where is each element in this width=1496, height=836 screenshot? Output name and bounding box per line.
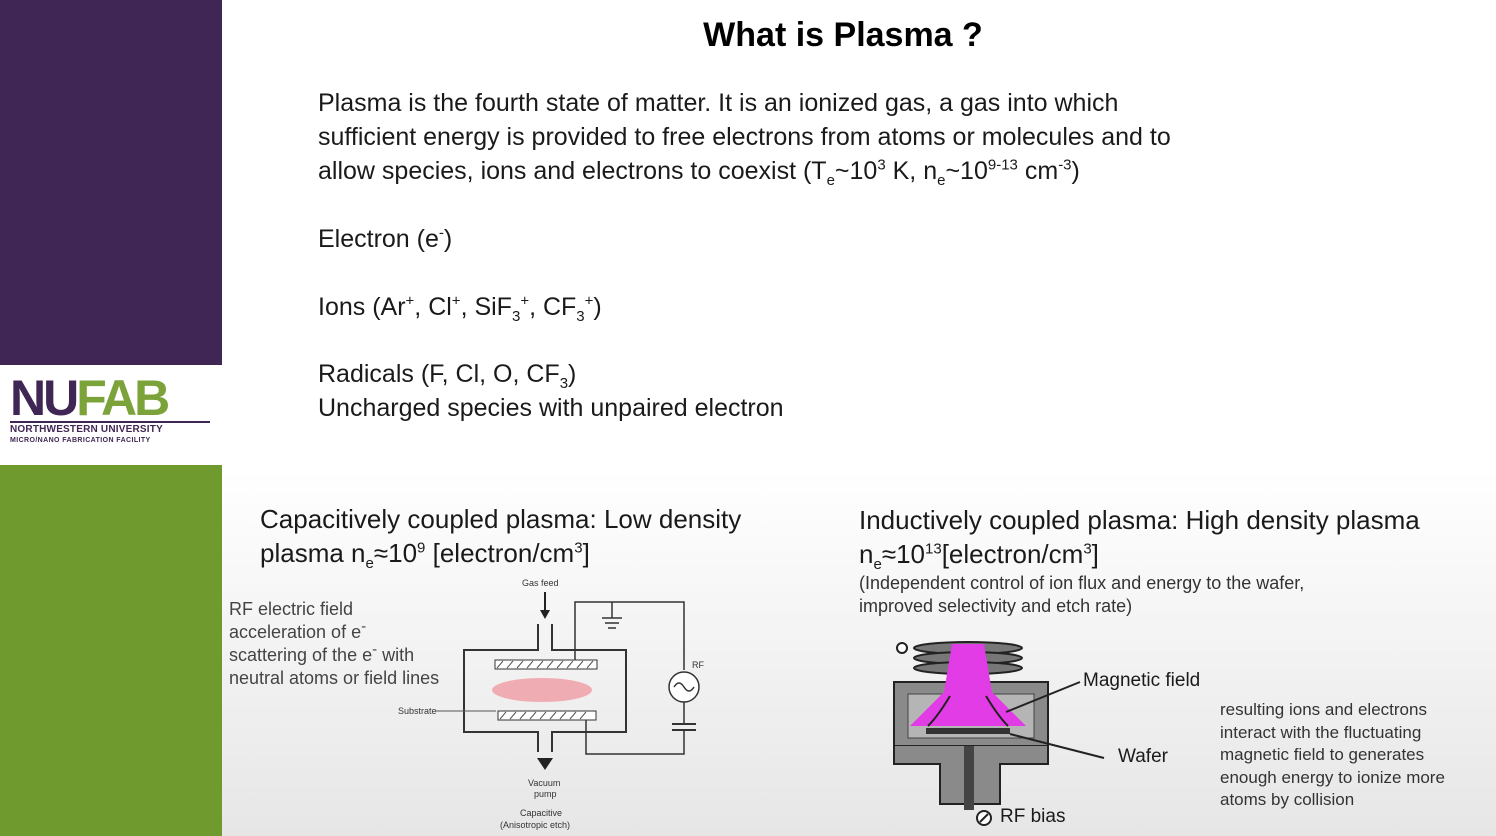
sidebar-purple-band — [0, 0, 222, 365]
ccp-reactor-diagram: Gas feed Substrate RF Vacuum pump Capaci… — [398, 578, 704, 830]
substrate-label: Substrate — [398, 706, 437, 716]
rf-label: RF — [692, 660, 704, 670]
ccp-note-2: acceleration of e- — [229, 618, 367, 642]
icp-caption: Inductively coupled plasma: High density… — [859, 503, 1420, 574]
icp-note: (Independent control of ion flux and ene… — [859, 572, 1304, 618]
electron-item: Electron (e-) — [318, 224, 453, 253]
ccp-caption: Capacitively coupled plasma: Low density… — [260, 502, 742, 573]
ccp-caption-line-2: plasma ne≈109 [electron/cm3] — [260, 538, 590, 573]
ccp-note-3: scattering of the e- with — [229, 641, 415, 665]
definition-line-1: Plasma is the fourth state of matter. It… — [318, 89, 1119, 117]
rf-bias-label: RF bias — [1000, 806, 1066, 827]
definition-line-3: allow species, ions and electrons to coe… — [318, 156, 1080, 189]
magnetic-plasma-cone — [910, 644, 1026, 726]
icp-explanation-line-4: enough energy to ionize more — [1220, 767, 1445, 787]
bottom-electrode — [497, 710, 597, 721]
logo-rule — [10, 421, 210, 423]
plasma-definition: Plasma is the fourth state of matter. It… — [318, 86, 1171, 188]
icp-note-line-1: (Independent control of ion flux and ene… — [859, 573, 1305, 593]
top-electrode — [494, 659, 598, 670]
top-electrode-hatch — [496, 660, 594, 669]
nufab-logo: NUFAB — [10, 370, 170, 426]
icp-chuck-stem — [964, 746, 974, 810]
icp-reactor-diagram — [893, 641, 1105, 826]
vacuum-label-2: pump — [534, 789, 557, 799]
sidebar-green-band — [0, 465, 222, 836]
magnetic-field-label: Magnetic field — [1083, 670, 1201, 691]
wafer-disk — [926, 728, 1010, 734]
icp-caption-line-1: Inductively coupled plasma: High density… — [859, 505, 1420, 535]
logo-fab: FAB — [76, 370, 170, 426]
chamber-wall-right — [551, 624, 627, 752]
icp-explanation-line-1: resulting ions and electrons — [1220, 700, 1427, 719]
logo-panel — [0, 365, 222, 465]
wafer-label: Wafer — [1118, 746, 1168, 767]
wafer-leader — [1009, 733, 1105, 759]
definition-line-2: sufficient energy is provided to free el… — [318, 123, 1171, 151]
icp-explanation: resulting ions and electrons interact wi… — [1220, 699, 1445, 812]
logo-subtitle-university: NORTHWESTERN UNIVERSITY — [10, 424, 163, 435]
radicals-description: Uncharged species with unpaired electron — [318, 394, 784, 422]
coil-terminal — [896, 642, 908, 654]
radicals-label: Radicals (F, Cl, O, CF3) — [318, 360, 577, 392]
chamber-wall-left — [463, 624, 539, 752]
slide-title: What is Plasma ? — [703, 16, 983, 54]
field-line-left — [927, 695, 951, 727]
icp-explanation-line-2: interact with the fluctuating — [1220, 722, 1422, 742]
radicals-item: Radicals (F, Cl, O, CF3) Uncharged speci… — [318, 357, 784, 425]
icp-explanation-line-5: atoms by collision — [1220, 790, 1355, 809]
icp-note-line-2: improved selectivity and etch rate) — [859, 596, 1133, 616]
rf-wire-bottom — [585, 720, 685, 755]
ccp-rf-notes: RF electric field acceleration of e- sca… — [229, 598, 439, 690]
magnetic-field-leader — [1005, 681, 1081, 713]
anisotropic-label: (Anisotropic etch) — [500, 820, 570, 830]
logo-nu: NU — [10, 370, 79, 426]
ccp-note-4: neutral atoms or field lines — [229, 668, 440, 688]
icp-caption-line-2: ne≈1013[electron/cm3] — [859, 539, 1099, 574]
ccp-note-1: RF electric field — [229, 599, 354, 619]
logo-subtitle-facility: MICRO/NANO FABRICATION FACILITY — [10, 437, 151, 444]
ions-item: Ions (Ar+, Cl+, SiF3+, CF3+) — [318, 292, 602, 325]
bottom-gradient — [222, 470, 1496, 836]
vacuum-label-1: Vacuum — [528, 778, 560, 788]
plasma-glow — [492, 678, 592, 702]
ac-wave-icon — [673, 682, 695, 692]
rf-bias-terminal-mark — [979, 813, 989, 823]
vacuum-arrow — [537, 758, 553, 770]
bottom-electrode-hatch — [499, 711, 587, 720]
capacitive-label: Capacitive — [520, 808, 562, 818]
field-line-right — [985, 695, 1009, 727]
icp-explanation-line-3: magnetic field to generates — [1220, 745, 1425, 764]
gas-feed-arrowhead — [540, 610, 550, 619]
rf-wire-top — [574, 601, 685, 670]
gas-feed-label: Gas feed — [522, 578, 559, 588]
ccp-caption-line-1: Capacitively coupled plasma: Low density — [260, 504, 742, 534]
